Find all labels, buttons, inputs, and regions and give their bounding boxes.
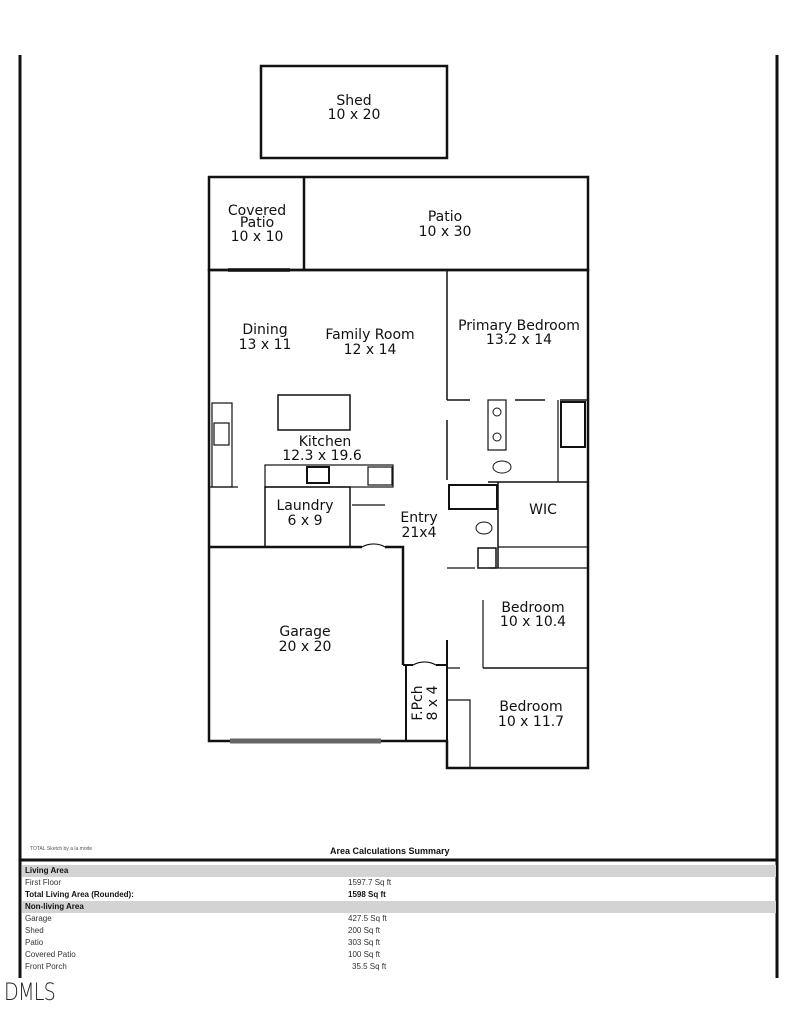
living-area-header: Living Area	[22, 865, 776, 877]
table-row: Covered Patio 100 Sq ft	[22, 949, 776, 961]
table-row: Patio 303 Sq ft	[22, 937, 776, 949]
shed-size: 10 x 20	[328, 107, 381, 123]
family-room-size: 12 x 14	[344, 342, 397, 358]
row-value: 1598 Sq ft	[348, 890, 386, 899]
primary-bedroom-size: 13.2 x 14	[486, 332, 552, 348]
row-label: Total Living Area (Rounded):	[25, 890, 134, 899]
patio-name: Patio	[428, 209, 462, 225]
row-value: 427.5 Sq ft	[348, 914, 387, 923]
door-swing	[361, 543, 386, 548]
kitchen-island	[277, 394, 351, 431]
nonliving-area-header: Non-living Area	[22, 901, 776, 913]
bathtub-icon	[560, 401, 586, 448]
bedroom-1-name: Bedroom	[501, 600, 564, 616]
garage-wall	[209, 545, 405, 665]
house-outline	[207, 268, 590, 770]
entry-size: 21x4	[401, 525, 436, 541]
porch-name: F.Pch	[410, 685, 426, 720]
kitchen-size: 12.3 x 19.6	[282, 448, 362, 464]
row-label: Shed	[25, 926, 44, 935]
table-row: Garage 427.5 Sq ft	[22, 913, 776, 925]
table-row: First Floor 1597.7 Sq ft	[22, 877, 776, 889]
row-value: 1597.7 Sq ft	[348, 878, 392, 887]
bedroom-2-name: Bedroom	[499, 699, 562, 715]
covered-patio-name-2: Patio	[240, 215, 274, 231]
bedroom-2-size: 10 x 11.7	[498, 714, 564, 730]
row-value: 200 Sq ft	[348, 926, 381, 935]
covered-patio-size: 10 x 10	[231, 229, 284, 245]
wic-name: WIC	[529, 502, 557, 518]
kitchen-name: Kitchen	[299, 434, 352, 450]
family-room-name: Family Room	[325, 327, 414, 343]
row-label: Garage	[25, 914, 52, 923]
row-value: 303 Sq ft	[348, 938, 381, 947]
front-door-swing	[412, 661, 437, 666]
vanity-sinks	[487, 399, 507, 451]
sink-icon	[492, 432, 502, 442]
garage-size: 20 x 20	[279, 639, 332, 655]
row-value: 35.5 Sq ft	[352, 962, 387, 971]
porch-size: 8 x 4	[425, 685, 441, 720]
bedroom-1-size: 10 x 10.4	[500, 614, 566, 630]
interior-wall	[447, 667, 471, 768]
summary-title: Area Calculations Summary	[330, 846, 450, 856]
shed-outline	[259, 64, 449, 160]
table-row: Total Living Area (Rounded): 1598 Sq ft	[22, 889, 776, 901]
patio-size: 10 x 30	[419, 224, 472, 240]
toilet-icon	[492, 460, 512, 474]
row-label: Patio	[25, 938, 44, 947]
dining-size: 13 x 11	[239, 337, 292, 353]
laundry-size: 6 x 9	[288, 513, 323, 529]
row-label: First Floor	[25, 878, 61, 887]
software-credit: TOTAL Sketch by a la mode	[30, 846, 93, 852]
shed-name: Shed	[336, 93, 371, 109]
dining-name: Dining	[242, 322, 287, 338]
stove-icon	[306, 466, 330, 484]
toilet-icon	[475, 521, 493, 535]
sink-icon	[477, 547, 497, 569]
covered-patio-name: Covered	[228, 203, 286, 219]
entry-name: Entry	[400, 510, 437, 526]
appliance-icon	[367, 466, 393, 486]
laundry-name: Laundry	[276, 498, 333, 514]
row-label: Front Porch	[25, 962, 67, 971]
watermark-logo: DMLS	[4, 978, 56, 1006]
bathtub-icon	[448, 484, 498, 510]
garage-name: Garage	[279, 624, 330, 640]
sink-icon	[492, 407, 502, 417]
sink-icon	[213, 422, 230, 446]
row-value: 100 Sq ft	[348, 950, 381, 959]
table-row: Shed 200 Sq ft	[22, 925, 776, 937]
primary-bedroom-name: Primary Bedroom	[458, 318, 580, 334]
table-row: Front Porch 35.5 Sq ft	[22, 961, 776, 973]
row-label: Covered Patio	[25, 950, 76, 959]
area-summary-table: Living Area First Floor 1597.7 Sq ft Tota…	[22, 865, 776, 973]
